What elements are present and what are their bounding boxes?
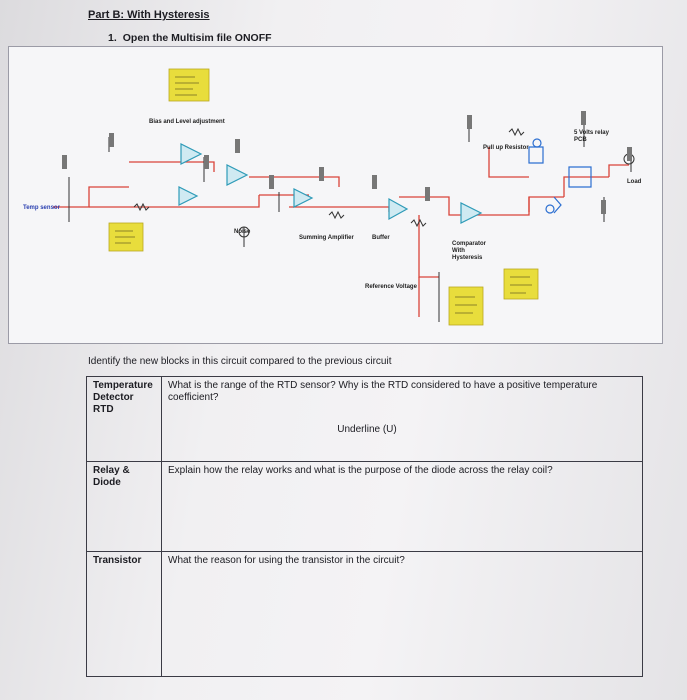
underline-note: Underline (U) [337, 424, 397, 435]
load-label: Load [627, 179, 642, 185]
questions-table: Temperature Detector RTD What is the ran… [86, 376, 643, 677]
bias-label: Bias and Level adjustment [149, 119, 225, 125]
question-cell: Explain how the relay works and what is … [161, 461, 643, 552]
table-row: Relay & Diode Explain how the relay work… [86, 461, 643, 552]
section-heading: Part B: With Hysteresis [88, 9, 210, 21]
summing-amplifier-label: Summing Amplifier [299, 235, 354, 241]
intro-text: Identify the new blocks in this circuit … [88, 356, 392, 367]
temp-sensor-label: Temp sensor [23, 205, 60, 211]
step-text: Open the Multisim file ONOFF [122, 32, 272, 44]
question-cell: What the reason for using the transistor… [161, 551, 643, 677]
question-cell: What is the range of the RTD sensor? Why… [161, 376, 643, 462]
step-number: 1. [108, 32, 117, 44]
table-row: Transistor What the reason for using the… [86, 551, 643, 677]
circuit-schematic: Bias and Level adjustment Temp sensor No… [8, 46, 663, 344]
comparator-label: Comparator With Hysteresis [452, 241, 487, 261]
buffer-label: Buffer [372, 235, 390, 241]
question-text: What is the range of the RTD sensor? Why… [168, 380, 598, 403]
reference-voltage-label: Reference Voltage [365, 284, 417, 290]
category-cell: Transistor [86, 551, 162, 677]
pull-up-resistor-label: Pull up Resistor [483, 145, 529, 151]
category-cell: Relay & Diode [86, 461, 162, 552]
table-row: Temperature Detector RTD What is the ran… [86, 376, 643, 462]
category-cell: Temperature Detector RTD [86, 376, 162, 462]
relay-label: 5 Volts relay PCB [574, 130, 609, 143]
noise-label: Noise [234, 229, 251, 235]
schematic-drawing [53, 68, 635, 326]
instruction-step: 1. Open the Multisim file ONOFF [108, 32, 272, 44]
